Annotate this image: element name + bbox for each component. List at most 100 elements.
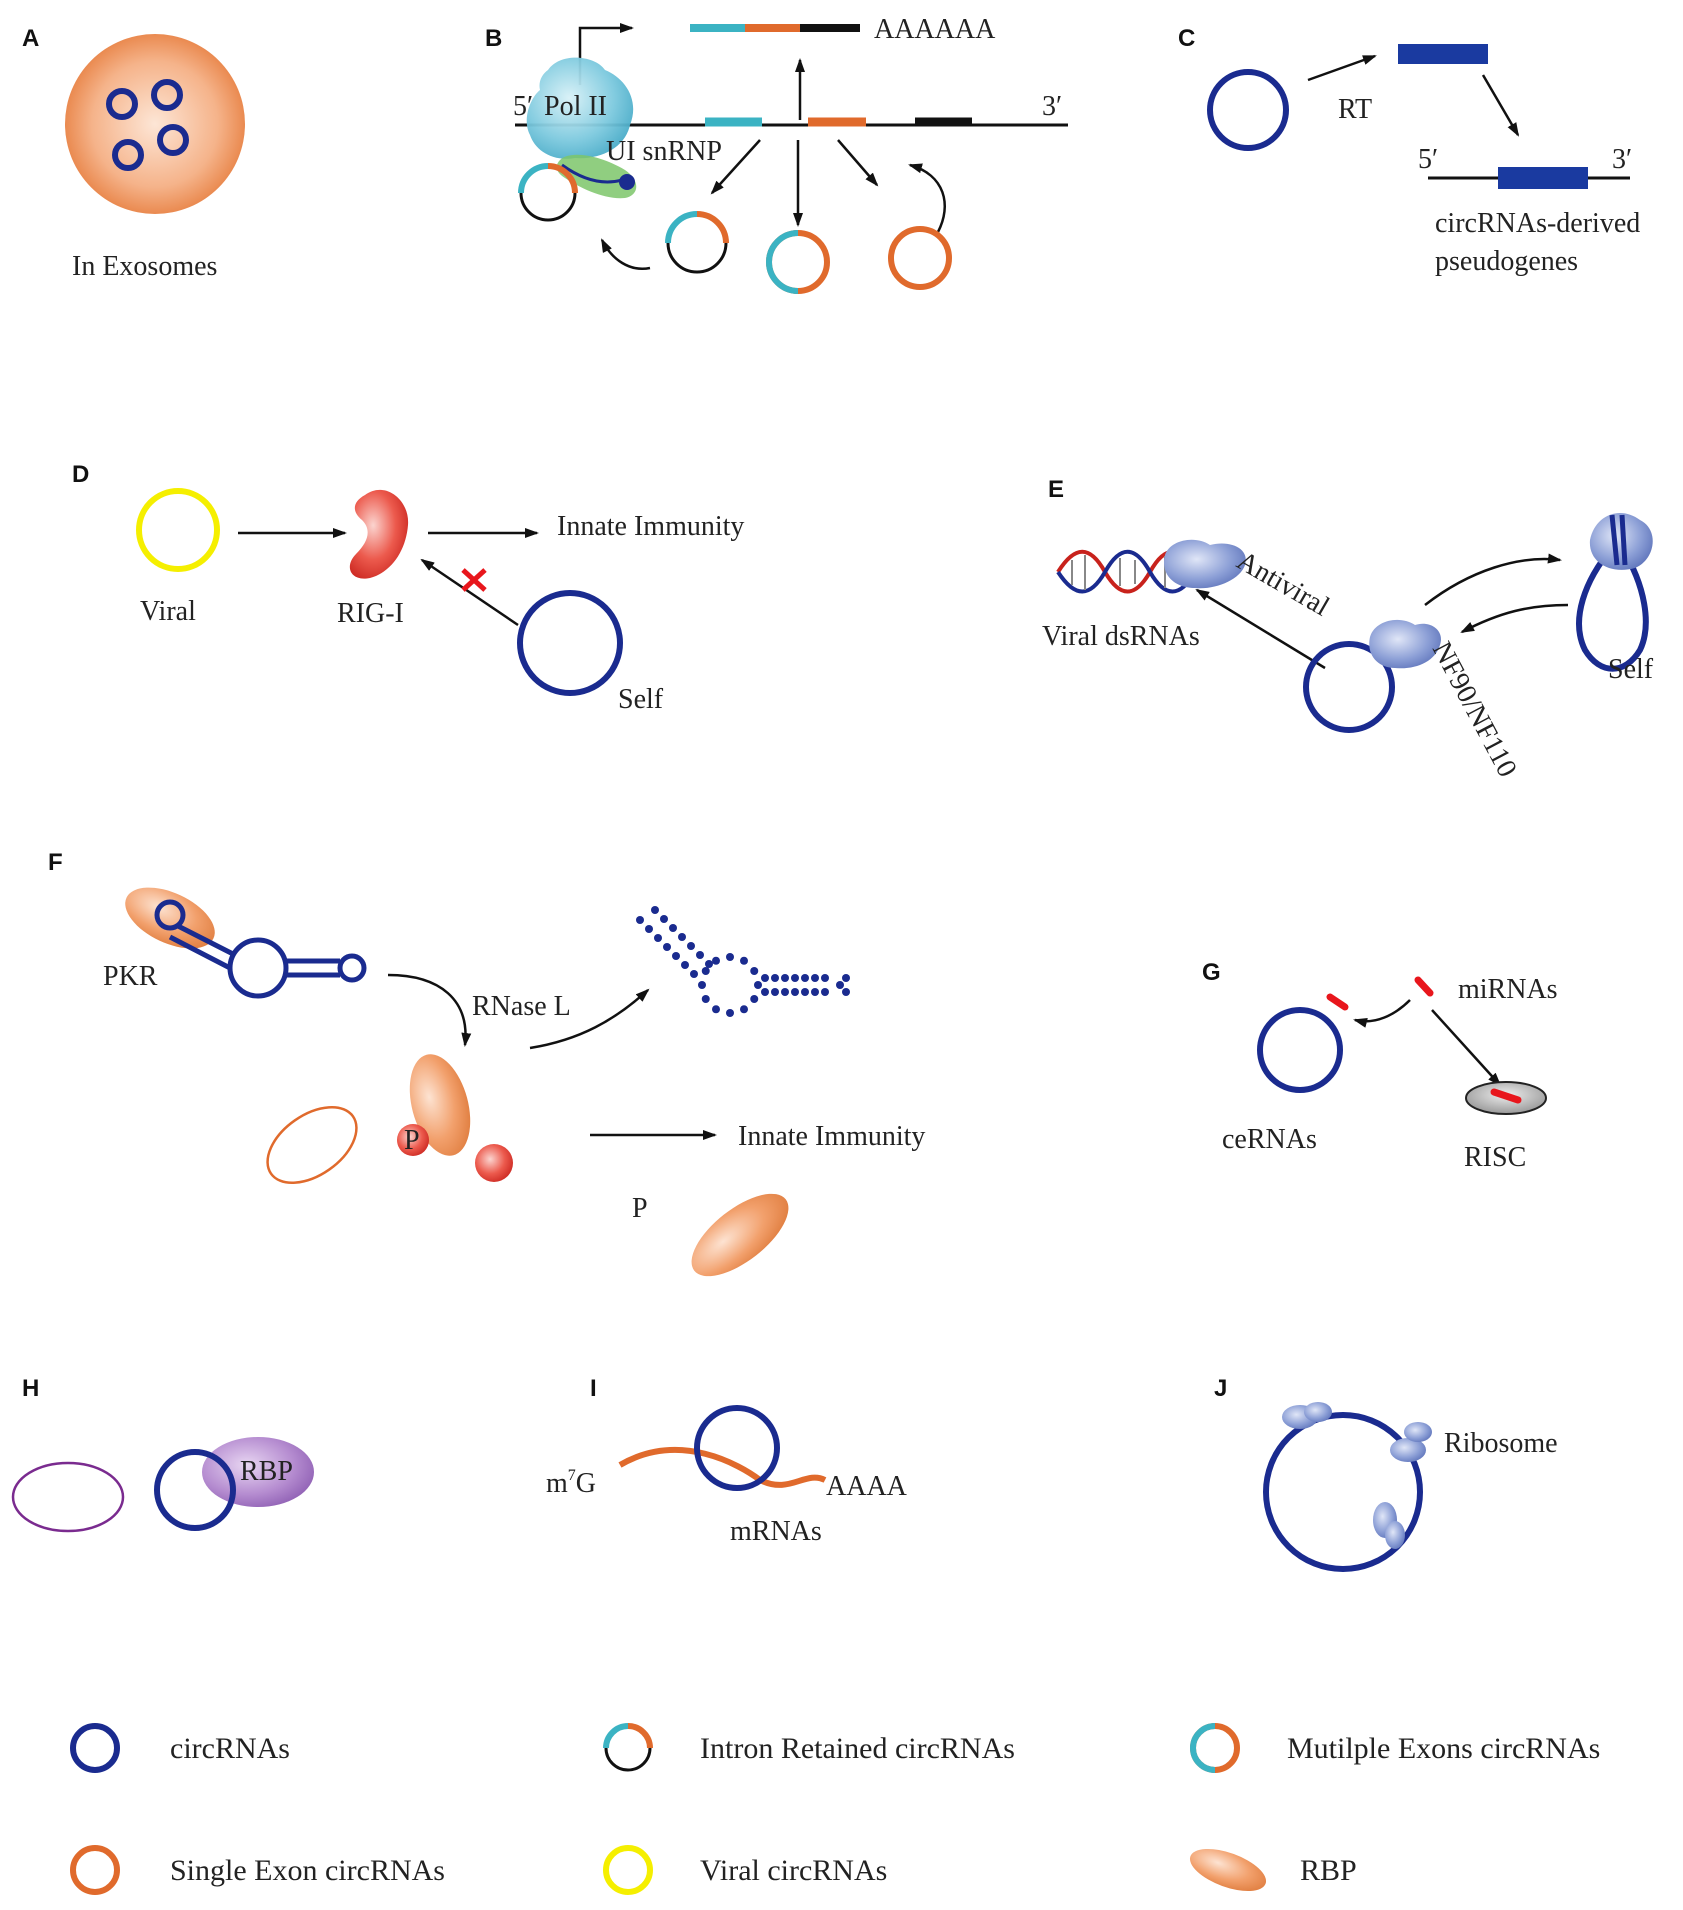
single-exon-curve-arrow — [908, 163, 946, 233]
genome-five-prime: 5′ — [1418, 144, 1438, 175]
polya-label: AAAA — [826, 1471, 908, 1502]
degraded-rna-dot — [663, 943, 671, 951]
nf90-nf110-label: NF90/NF110 — [1426, 637, 1523, 783]
legend-label-rbp: RBP — [1300, 1854, 1357, 1887]
pkr-label: PKR — [103, 961, 158, 992]
degraded-rna-dot — [712, 1005, 720, 1014]
circrna-icon — [154, 1449, 236, 1531]
degraded-rna-dot — [791, 988, 799, 996]
u1-snrnp-icon — [556, 154, 637, 199]
degraded-rna-dot — [801, 974, 809, 982]
degraded-rna-dot — [660, 915, 668, 923]
degraded-rna-dot — [740, 956, 748, 965]
degraded-rna-dot — [696, 951, 704, 959]
m7g-cap-label: m7G — [546, 1467, 596, 1499]
dark-blue-circle-icon — [70, 1723, 120, 1773]
degraded-rna-dot — [811, 988, 819, 996]
ribosome-icon — [1385, 1521, 1405, 1549]
panel-d: D Viral RIG-I Innate Immunity Self — [72, 461, 744, 715]
degraded-rna-dot — [836, 981, 844, 989]
orange-circle-icon — [70, 1845, 120, 1895]
bound-mirna-icon — [1326, 993, 1349, 1011]
degraded-rna-dot — [705, 960, 713, 968]
panel-e: E Viral dsRNAs Antiviral NF90/NF110 Self — [1042, 476, 1654, 782]
circrna-hairpin-icon — [154, 899, 367, 999]
degraded-rna-dot — [636, 916, 644, 924]
degraded-rna-dot — [712, 956, 720, 965]
cerna-circrna-icon — [1257, 1007, 1343, 1093]
degraded-rna-dot — [701, 967, 710, 975]
ribosome-icon — [1304, 1402, 1332, 1422]
panel-c-label: C — [1178, 25, 1195, 52]
nf90-protein-icon — [1369, 619, 1441, 669]
panel-i: I m7G AAAA mRNAs — [546, 1375, 908, 1547]
panel-b-label: B — [485, 25, 502, 52]
panel-i-label: I — [590, 1375, 597, 1402]
degraded-rna-dot — [678, 933, 686, 941]
degraded-rna-dot — [750, 967, 759, 975]
yellow-circle-icon — [603, 1845, 653, 1895]
ribosome-icon — [1390, 1438, 1426, 1462]
degraded-rna-dot — [726, 1009, 734, 1017]
panel-a: A In Exosomes — [22, 25, 245, 282]
gene-three-prime: 3′ — [1042, 91, 1062, 122]
degraded-rna-dot — [781, 988, 789, 996]
integration-arrow — [1481, 74, 1520, 137]
degraded-rna-dot — [645, 925, 653, 933]
degraded-rna-dot — [811, 974, 819, 982]
rbp-ellipse-icon — [1189, 1848, 1267, 1892]
pseudogene-caption-line1: circRNAs-derived — [1435, 208, 1640, 239]
degraded-rna-dot — [654, 934, 662, 942]
degraded-rna-dot — [821, 974, 829, 982]
mirna-icon — [1414, 976, 1434, 997]
inactive-pkr-icon — [266, 1105, 358, 1185]
degraded-rna-dot — [672, 952, 680, 960]
pseudogene-caption-line2: pseudogenes — [1435, 246, 1578, 277]
circrna-icon — [1207, 69, 1289, 151]
rbp-icon — [691, 1193, 789, 1277]
degraded-rna-dot — [821, 988, 829, 996]
panel-h: H RBP — [11, 1375, 314, 1533]
snrnp-dot — [619, 174, 635, 190]
degraded-rna-dot — [771, 988, 779, 996]
antiviral-arrow — [1195, 588, 1326, 670]
arc-orange — [696, 211, 729, 244]
self-label: Self — [1608, 654, 1654, 685]
legend-label-viral: Viral circRNAs — [700, 1854, 887, 1887]
panel-c: C RT 5′ 3′ circRNAs-derived pseudogenes — [1178, 25, 1640, 277]
phosphate-icon — [475, 1144, 513, 1182]
degraded-rna-dot — [750, 995, 759, 1003]
degraded-rna-dot — [791, 974, 799, 982]
risc-label: RISC — [1464, 1142, 1526, 1173]
panel-a-label: A — [22, 25, 39, 52]
rig-i-label: RIG-I — [337, 598, 404, 629]
rt-label: RT — [1338, 94, 1372, 125]
viral-dsrnas-label: Viral dsRNAs — [1042, 621, 1200, 652]
splice-arrow-right — [837, 139, 879, 187]
panel-b: B AAAAAA 5′ 3′ Pol II UI snRNP — [485, 14, 1068, 294]
self-circrna-icon — [517, 590, 623, 696]
self-blocked-arrow — [420, 558, 519, 627]
degraded-rna-dot — [669, 924, 677, 932]
phosphate-icon — [397, 1124, 429, 1156]
polya-tail: AAAAAA — [874, 14, 996, 45]
to-self-arrow — [1424, 553, 1562, 606]
legend-arc-cyan — [1189, 1723, 1216, 1773]
pkr-protein-icon — [125, 887, 215, 949]
legend: circRNAs Intron Retained circRNAs Mutilp… — [70, 1723, 1600, 1895]
legend-label-single-exon: Single Exon circRNAs — [170, 1854, 445, 1887]
mirnas-label: miRNAs — [1458, 974, 1558, 1005]
self-loop-icon — [1576, 546, 1649, 672]
exosome-icon — [65, 34, 245, 214]
degraded-rna-dot — [698, 981, 706, 989]
self-stem — [1619, 514, 1628, 566]
degraded-rna-dot — [761, 988, 769, 996]
degraded-rna-dot — [754, 981, 762, 989]
risc-arrow — [1431, 1009, 1502, 1087]
rnase-arrow — [529, 988, 650, 1050]
pol-ii-icon — [526, 57, 634, 159]
pol-ii-label: Pol II — [544, 91, 607, 122]
degraded-rna-dot — [761, 974, 769, 982]
